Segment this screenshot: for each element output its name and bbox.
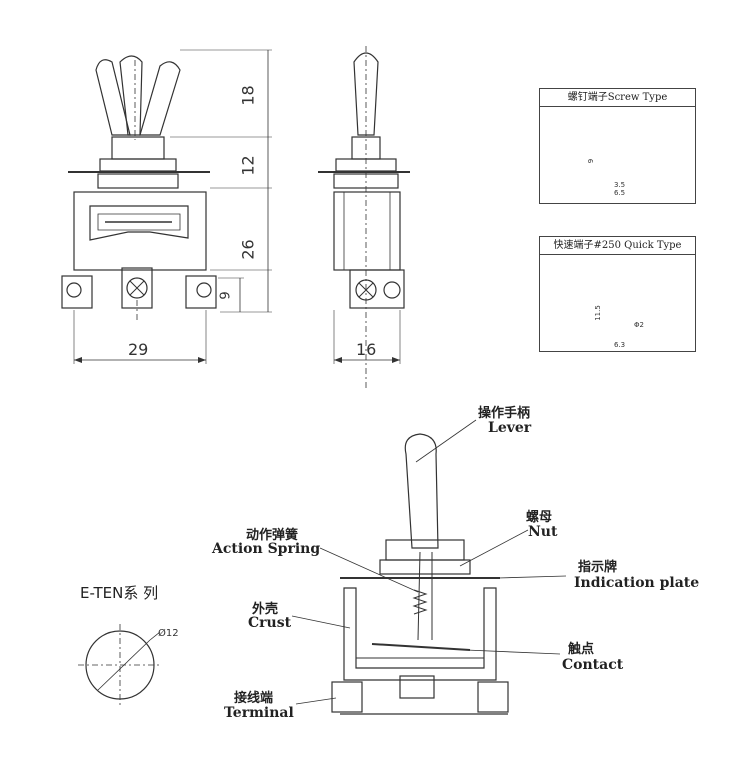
front-terminal-right: [185, 275, 217, 309]
nut-label-en: Nut: [528, 524, 558, 540]
front-view: [61, 49, 272, 364]
dim-width-front: 29: [128, 340, 149, 359]
quick-type-dim-height: 11.5: [593, 305, 602, 321]
dim-width-side: 16: [356, 340, 377, 359]
indication-plate-label-cn: 指示牌: [578, 560, 618, 575]
dim-height-body: 26: [238, 239, 258, 260]
contact-label-cn: 触点: [568, 642, 595, 657]
crust-label-en: Crust: [248, 615, 292, 631]
side-lever: [353, 52, 379, 136]
front-body: [73, 191, 207, 271]
leader-terminal: [295, 697, 337, 705]
lever-label-en: Lever: [488, 420, 532, 436]
terminal-label-cn: 接线端: [234, 691, 274, 706]
section-housing: [343, 587, 497, 681]
leader-spring: [319, 547, 419, 593]
screw-type-dim-inner: 3.5: [614, 181, 626, 189]
action-spring-label-en: Action Spring: [212, 541, 321, 557]
quick-type-dim-hole: Φ2: [634, 321, 644, 329]
front-lever-center: [119, 55, 143, 136]
section-lever: [404, 433, 439, 549]
nut-label-cn: 螺母: [526, 510, 553, 525]
front-terminal-left: [61, 275, 93, 309]
mounting-hole-drawing: [78, 624, 162, 706]
front-lever-left: [95, 59, 131, 136]
terminal-label-en: Terminal: [224, 705, 294, 721]
crust-label-cn: 外壳: [252, 602, 279, 617]
series-label: E-TEN系 列: [80, 584, 159, 602]
leader-lever: [415, 419, 477, 463]
side-view: [318, 46, 410, 390]
front-nut: [99, 158, 177, 172]
front-terminal-center: [121, 267, 153, 309]
screw-type-box: 螺钉端子Screw Type 9 3.5 6.5: [539, 88, 696, 204]
cross-section: [291, 419, 567, 715]
leader-contact: [465, 649, 561, 655]
lever-label-cn: 操作手柄: [478, 406, 531, 421]
action-spring-label-cn: 动作弹簧: [246, 528, 299, 543]
indication-plate-label-en: Indication plate: [574, 575, 700, 591]
quick-type-title: 快速端子#250 Quick Type: [540, 237, 695, 255]
screw-type-title: 螺钉端子Screw Type: [540, 89, 695, 107]
contact-label-en: Contact: [562, 657, 624, 673]
quick-type-box: 快速端子#250 Quick Type 11.5 Φ2 6.3: [539, 236, 696, 352]
front-lever-right: [139, 61, 181, 136]
leader-nut: [459, 529, 529, 567]
quick-type-dim-width: 6.3: [614, 341, 626, 349]
dim-height-terminal: 9: [218, 291, 234, 300]
leader-indication: [497, 575, 567, 579]
front-bushing: [111, 136, 165, 160]
dim-height-lever: 18: [238, 85, 258, 106]
leader-crust: [291, 615, 351, 629]
dim-height-bushing: 12: [238, 155, 258, 176]
hole-diameter-label: Ø12: [158, 628, 179, 639]
screw-type-dim-outer: 6.5: [614, 189, 626, 197]
screw-type-dim-height: 9: [587, 158, 596, 164]
